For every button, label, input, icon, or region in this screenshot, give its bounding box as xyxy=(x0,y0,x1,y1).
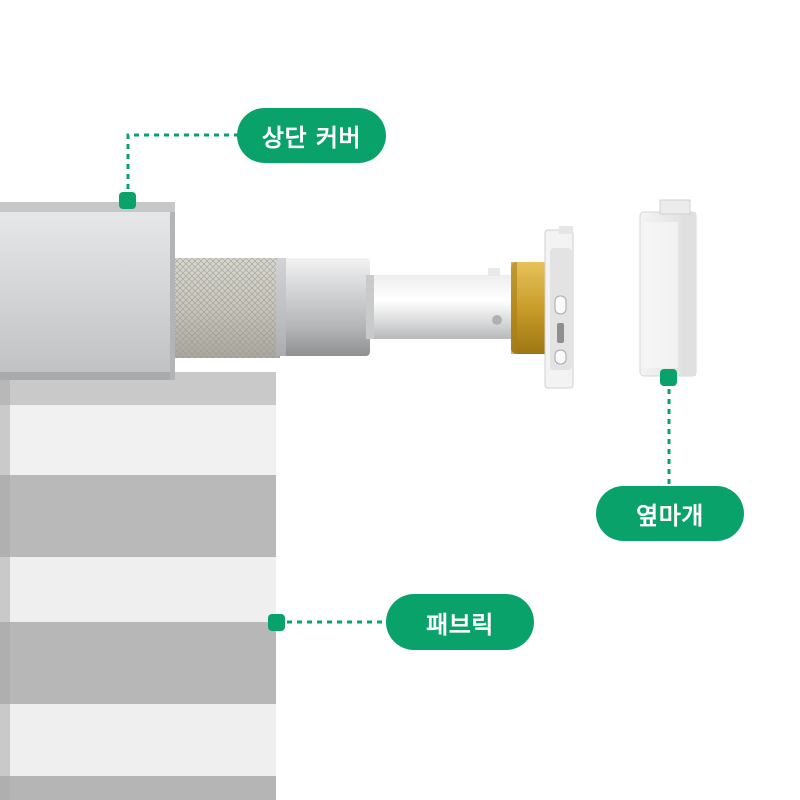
callout-fabric: 패브릭 xyxy=(386,594,534,650)
fabric-blind xyxy=(0,372,276,800)
brass-drive-ring xyxy=(511,262,555,354)
callout-fabric-label: 패브릭 xyxy=(426,610,494,639)
motor-switch-icon xyxy=(557,323,564,343)
top-cover-anchor-dot xyxy=(119,192,136,209)
fabric-anchor-dot xyxy=(268,614,285,631)
motor-button-icon xyxy=(554,295,567,315)
motor-shaft xyxy=(366,268,516,339)
callout-top-cover-label: 상단 커버 xyxy=(261,124,362,152)
motor-led-icon xyxy=(554,349,567,365)
anchor-dots xyxy=(119,192,677,631)
top-cover xyxy=(0,202,175,380)
knurled-roller xyxy=(172,258,280,358)
motor-head xyxy=(544,226,574,389)
callout-side-cap: 옆마개 xyxy=(596,486,744,541)
side-cap xyxy=(639,199,697,377)
leader-lines xyxy=(126,133,671,624)
roller-tube xyxy=(276,258,370,356)
callout-side-cap-label: 옆마개 xyxy=(636,502,704,530)
callout-top-cover: 상단 커버 xyxy=(237,108,386,163)
side-cap-anchor-dot xyxy=(660,369,677,386)
